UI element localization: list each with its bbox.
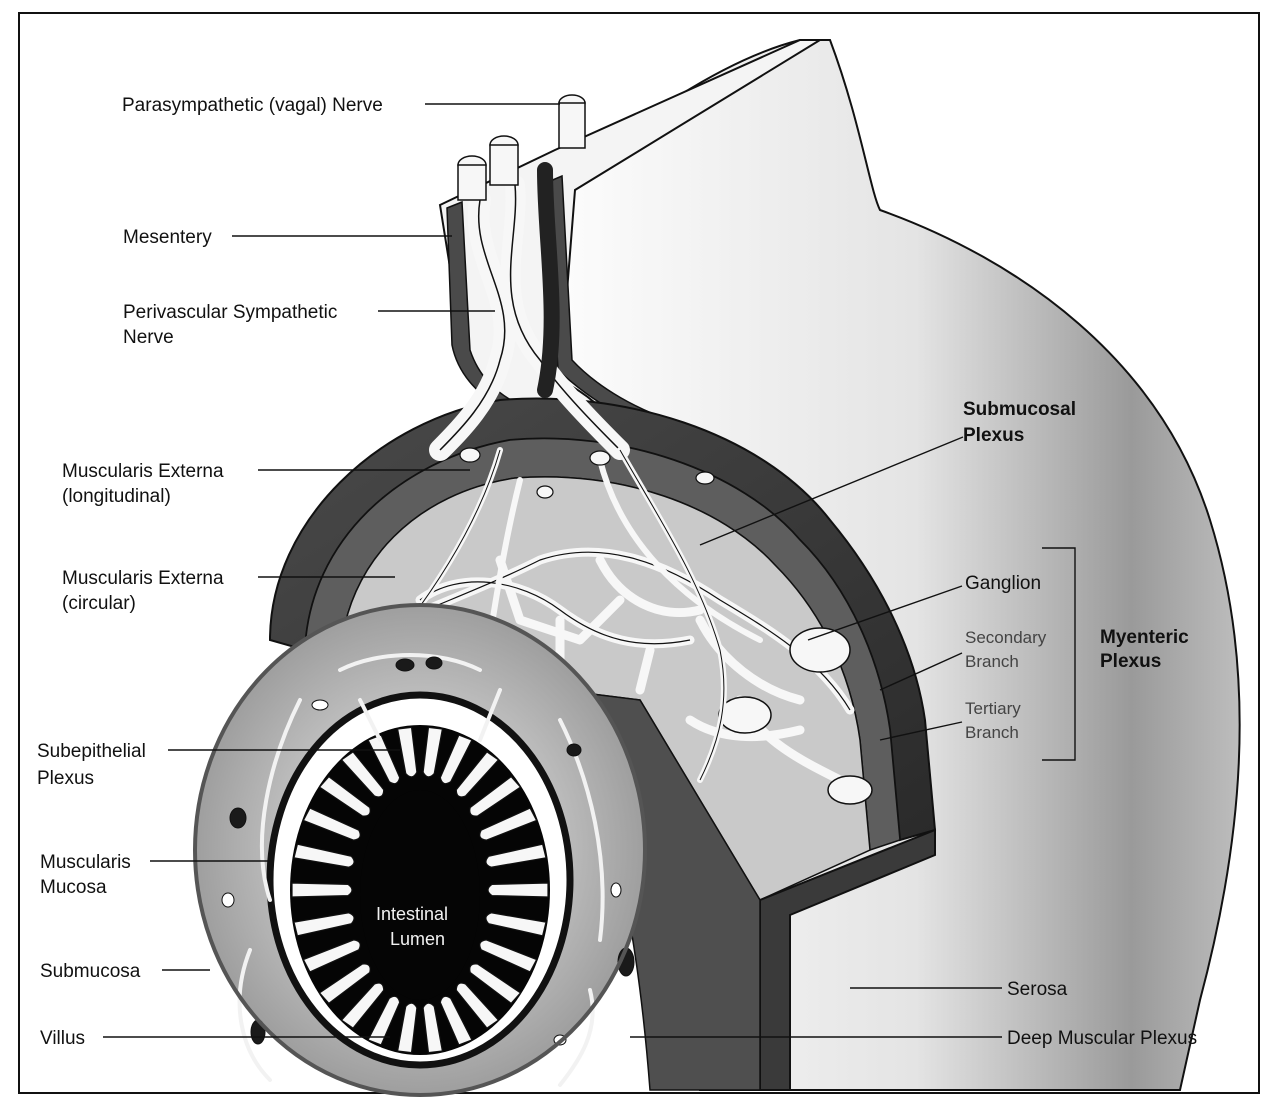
label-tertiary-line1: Tertiary xyxy=(965,699,1021,718)
label-muscularis-longitudinal-line2: (longitudinal) xyxy=(62,486,171,507)
label-perivascular-line2: Nerve xyxy=(123,327,174,348)
ganglion-upper xyxy=(790,628,850,672)
label-serosa: Serosa xyxy=(1007,979,1068,1000)
label-ganglion: Ganglion xyxy=(965,573,1041,594)
label-submucosa: Submucosa xyxy=(40,961,141,982)
label-lumen-line2: Lumen xyxy=(390,929,445,949)
label-deep-muscular-plexus: Deep Muscular Plexus xyxy=(1007,1028,1197,1049)
label-muscularis-longitudinal-line1: Muscularis Externa xyxy=(62,461,224,482)
lumen-core xyxy=(360,790,480,1000)
label-tertiary-line2: Branch xyxy=(965,723,1019,742)
label-secondary-line2: Branch xyxy=(965,652,1019,671)
label-subepithelial-line1: Subepithelial xyxy=(37,741,146,762)
label-muscularis-mucosa-line1: Muscularis xyxy=(40,852,131,873)
label-muscularis-circular-line2: (circular) xyxy=(62,593,136,614)
ganglion-lower xyxy=(828,776,872,804)
label-villus: Villus xyxy=(40,1028,85,1049)
label-myenteric-line2: Plexus xyxy=(1100,651,1161,672)
label-secondary-line1: Secondary xyxy=(965,628,1047,647)
label-perivascular-line1: Perivascular Sympathetic xyxy=(123,302,337,323)
label-muscularis-mucosa-line2: Mucosa xyxy=(40,877,107,898)
villus xyxy=(292,883,352,897)
label-submucosal-plexus-line1: Submucosal xyxy=(963,399,1076,420)
label-muscularis-circular-line1: Muscularis Externa xyxy=(62,568,224,589)
label-mesentery: Mesentery xyxy=(123,227,212,248)
label-subepithelial-line2: Plexus xyxy=(37,768,94,789)
label-parasympathetic-nerve: Parasympathetic (vagal) Nerve xyxy=(122,95,383,116)
label-lumen-line1: Intestinal xyxy=(376,904,448,924)
label-submucosal-plexus-line2: Plexus xyxy=(963,425,1024,446)
ganglion-middle xyxy=(719,697,771,733)
label-myenteric-line1: Myenteric xyxy=(1100,627,1189,648)
villus xyxy=(488,883,548,897)
